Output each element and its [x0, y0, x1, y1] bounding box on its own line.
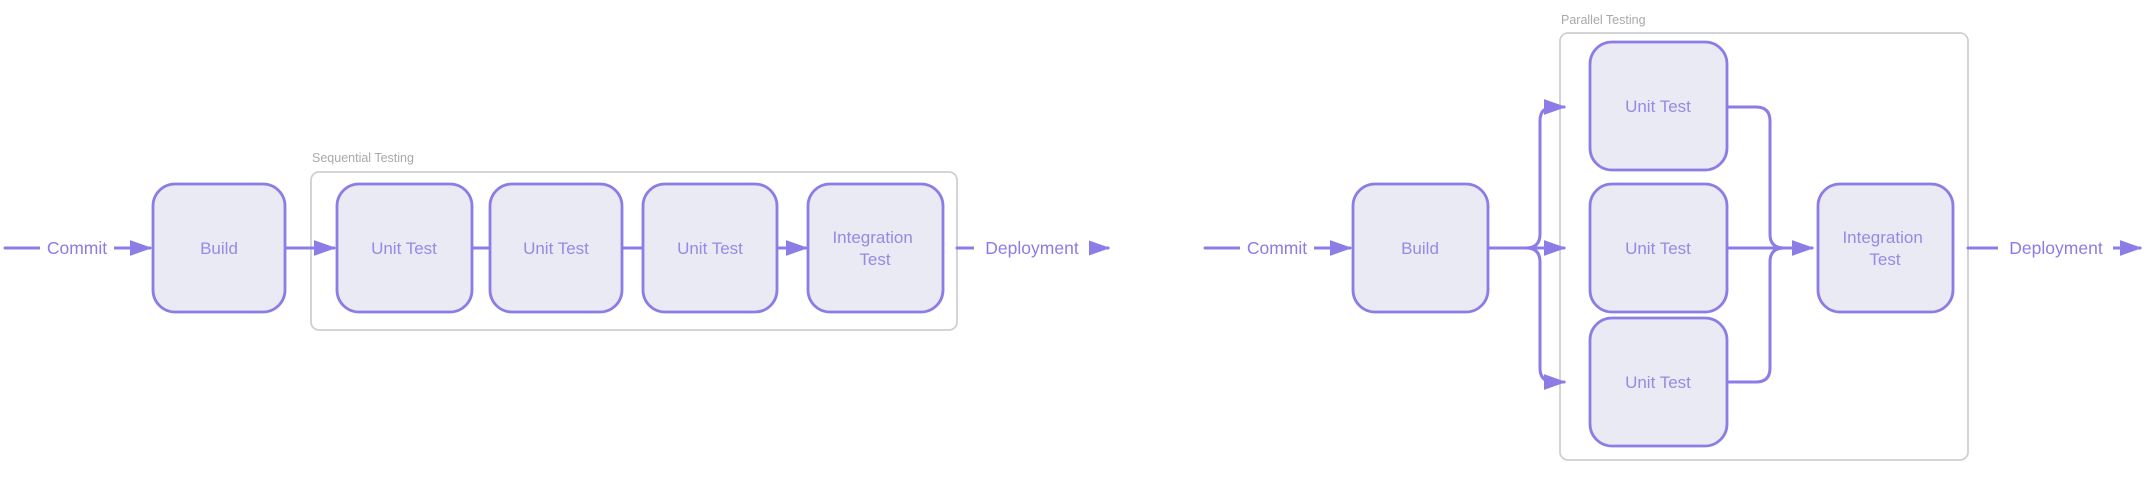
- node-build: [151, 182, 287, 314]
- node-unit-test-3-label: Unit Test: [1625, 373, 1691, 392]
- deployment-edge-label: Deployment: [2009, 238, 2103, 258]
- integration-label-line1: Integration: [832, 228, 912, 247]
- node-build-label: Build: [200, 239, 238, 258]
- node-build-label: Build: [1401, 239, 1439, 258]
- parallel-pipeline: Parallel Testing Commit Deployment Build…: [1203, 13, 2143, 461]
- parallel-testing-group-label: Parallel Testing: [1561, 13, 1646, 27]
- node-unit-test-1: [1588, 40, 1729, 172]
- node-unit-test-1: [335, 182, 474, 314]
- sequential-pipeline: Sequential Testing Commit Deployment Bui…: [3, 151, 1111, 331]
- integration-label-line2: Test: [859, 250, 890, 269]
- node-build: [1351, 182, 1490, 314]
- node-unit-test-3: [641, 182, 779, 314]
- edge-build-to-unit3: [1486, 246, 1567, 390]
- node-integration-test-label: Integration Test: [832, 228, 917, 269]
- edge-unit3-to-integration: [1725, 246, 1786, 384]
- deployment-label-bg: [974, 235, 1089, 261]
- commit-label-bg: [1240, 235, 1314, 261]
- node-unit-test-3: [1588, 316, 1729, 448]
- commit-edge-label: Commit: [1247, 238, 1307, 258]
- node-unit-test-1-label: Unit Test: [1625, 97, 1691, 116]
- edge-unit1-to-integration: [1725, 105, 1786, 250]
- node-unit-test-3-label: Unit Test: [677, 239, 743, 258]
- node-unit-test-2-label: Unit Test: [523, 239, 589, 258]
- node-unit-test-2: [1588, 182, 1729, 314]
- node-unit-test-2-label: Unit Test: [1625, 239, 1691, 258]
- integration-label-line1: Integration: [1842, 228, 1922, 247]
- commit-edge-label: Commit: [47, 238, 107, 258]
- deployment-label-bg: [1998, 235, 2113, 261]
- integration-label-line2: Test: [1869, 250, 1900, 269]
- sequential-testing-group-label: Sequential Testing: [312, 151, 414, 165]
- commit-label-bg: [40, 235, 114, 261]
- deployment-edge-label: Deployment: [985, 238, 1079, 258]
- node-unit-test-1-label: Unit Test: [371, 239, 437, 258]
- node-integration-test: [1816, 182, 1955, 314]
- node-integration-test-label: Integration Test: [1842, 228, 1927, 269]
- sequential-testing-group: [310, 171, 958, 331]
- edge-build-to-unit1: [1486, 99, 1567, 250]
- node-unit-test-2: [488, 182, 624, 314]
- node-integration-test: [806, 182, 945, 314]
